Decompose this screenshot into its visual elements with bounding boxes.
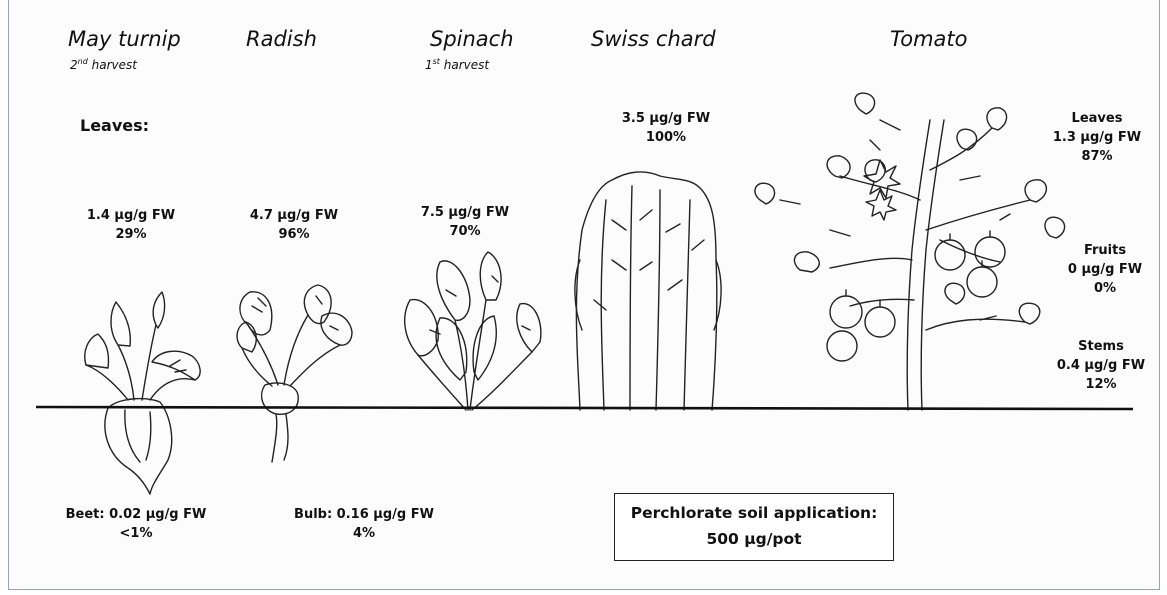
harvest-label-turnip: 2nd harvest (70, 57, 137, 72)
plant-name-may-turnip: May turnip (68, 27, 181, 51)
application-line-2: 500 µg/pot (615, 526, 893, 552)
spinach-drawing (405, 252, 541, 410)
harvest-label-spinach: 1st harvest (425, 57, 489, 72)
plant-name-swiss-chard: Swiss chard (591, 27, 716, 51)
root-value-beet: Beet: 0.02 µg/g FW<1% (58, 505, 214, 543)
plant-name-radish: Radish (246, 27, 317, 51)
soil-line (36, 407, 1133, 409)
plant-name-spinach: Spinach (430, 27, 514, 51)
radish-drawing (237, 285, 352, 462)
swiss-chard-drawing (575, 172, 721, 410)
turnip-drawing (85, 292, 200, 494)
application-line-1: Perchlorate soil application: (615, 500, 893, 526)
tomato-drawing (755, 93, 1065, 410)
plant-name-tomato: Tomato (890, 27, 968, 51)
perchlorate-application-box: Perchlorate soil application: 500 µg/pot (614, 493, 894, 561)
leaves-heading: Leaves: (80, 116, 149, 135)
